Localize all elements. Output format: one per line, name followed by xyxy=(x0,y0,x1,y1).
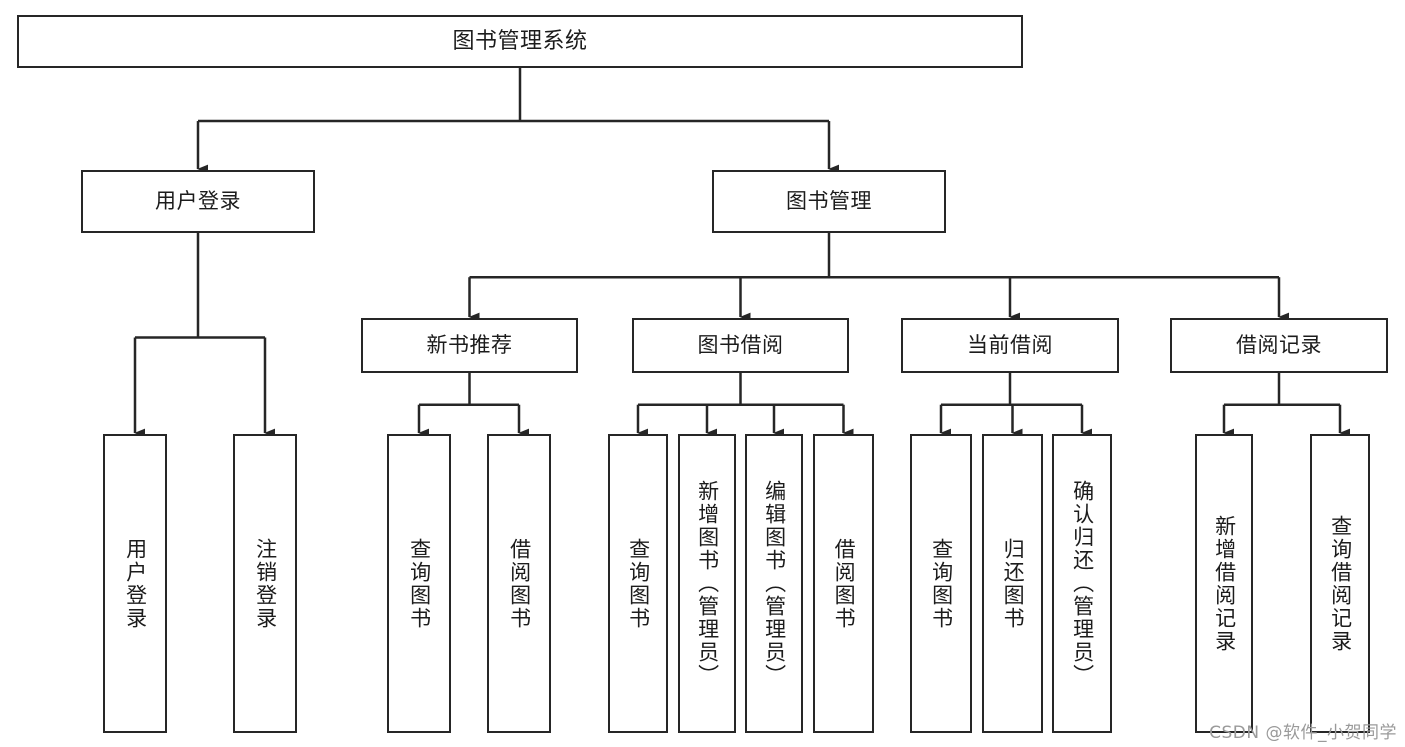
node-label: 当前借阅 xyxy=(967,333,1053,358)
node-current-borrow[interactable]: 当前借阅 xyxy=(901,318,1119,373)
node-label: 查询图书 xyxy=(929,537,954,630)
node-label: 借阅图书 xyxy=(507,537,532,630)
node-label: 新增借阅记录 xyxy=(1212,514,1237,653)
node-label: 确认归还（管理员） xyxy=(1070,480,1095,687)
node-label: 图书管理 xyxy=(786,189,872,214)
node-book-borrow[interactable]: 图书借阅 xyxy=(632,318,849,373)
node-book-manage[interactable]: 图书管理 xyxy=(712,170,946,233)
node-leaf-user-logout[interactable]: 注销登录 xyxy=(233,434,297,733)
node-label: 编辑图书（管理员） xyxy=(762,480,787,687)
node-label: 注销登录 xyxy=(253,537,278,630)
node-label: 图书借阅 xyxy=(697,333,784,358)
node-leaf-confirm-return[interactable]: 确认归还（管理员） xyxy=(1052,434,1112,733)
node-label: 查询借阅记录 xyxy=(1328,514,1353,653)
node-leaf-add-book[interactable]: 新增图书（管理员） xyxy=(678,434,736,733)
node-root[interactable]: 图书管理系统 xyxy=(17,15,1023,68)
node-user-login[interactable]: 用户登录 xyxy=(81,170,315,233)
node-leaf-user-login[interactable]: 用户登录 xyxy=(103,434,167,733)
node-leaf-add-record[interactable]: 新增借阅记录 xyxy=(1195,434,1253,733)
node-label: 新增图书（管理员） xyxy=(695,480,720,687)
node-leaf-query-book-2[interactable]: 查询图书 xyxy=(608,434,668,733)
node-label: 查询图书 xyxy=(407,537,432,630)
node-new-book-rec[interactable]: 新书推荐 xyxy=(361,318,578,373)
node-label: 查询图书 xyxy=(626,537,651,630)
node-leaf-return-book[interactable]: 归还图书 xyxy=(982,434,1043,733)
node-label: 新书推荐 xyxy=(426,333,513,358)
node-leaf-borrow-book-2[interactable]: 借阅图书 xyxy=(813,434,874,733)
node-borrow-record[interactable]: 借阅记录 xyxy=(1170,318,1388,373)
node-label: 借阅图书 xyxy=(832,537,857,630)
node-leaf-borrow-book-1[interactable]: 借阅图书 xyxy=(487,434,551,733)
node-label: 借阅记录 xyxy=(1236,333,1322,358)
node-label: 图书管理系统 xyxy=(452,28,588,54)
node-leaf-edit-book[interactable]: 编辑图书（管理员） xyxy=(745,434,803,733)
node-leaf-query-record[interactable]: 查询借阅记录 xyxy=(1310,434,1370,733)
node-leaf-query-book-1[interactable]: 查询图书 xyxy=(387,434,451,733)
csdn-watermark: CSDN @软件_小贺同学 xyxy=(1209,723,1397,743)
node-label: 归还图书 xyxy=(1001,537,1026,630)
node-label: 用户登录 xyxy=(155,189,241,214)
node-leaf-query-book-3[interactable]: 查询图书 xyxy=(910,434,972,733)
node-label: 用户登录 xyxy=(123,537,148,630)
